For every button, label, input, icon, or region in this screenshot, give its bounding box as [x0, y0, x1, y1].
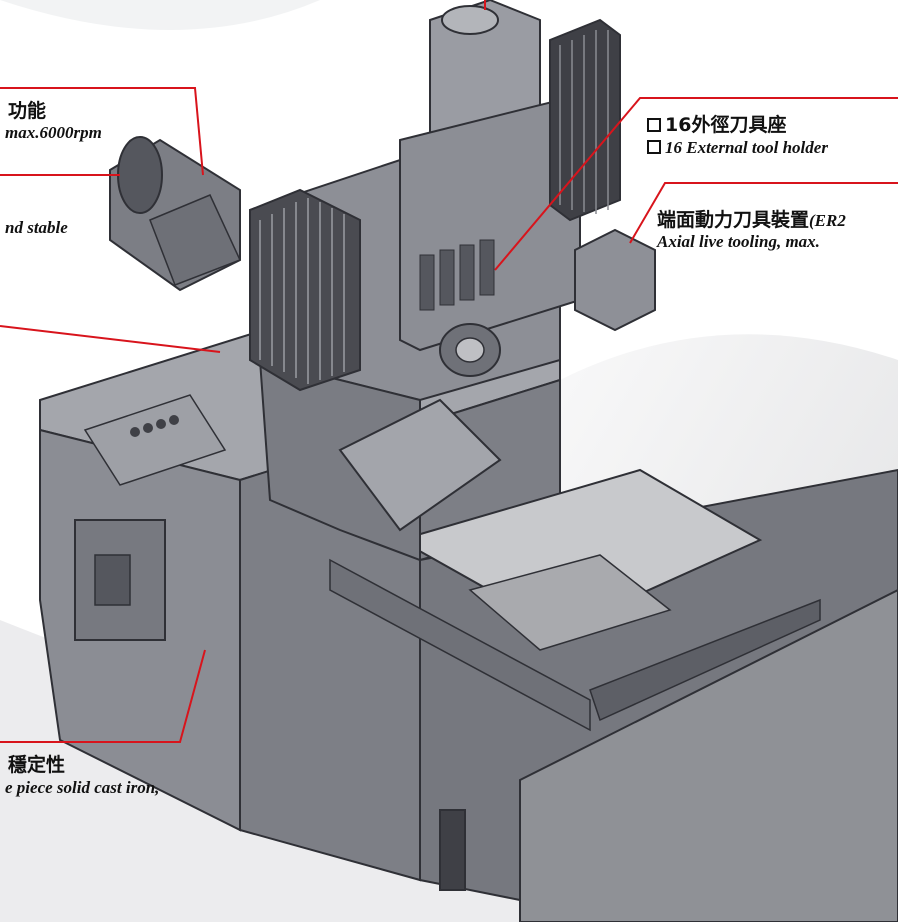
square-outline-icon [647, 118, 661, 132]
callout-base-zh: 穩定性 [8, 754, 66, 776]
callout-spindle-zh: 功能 [8, 100, 47, 122]
callout-tool-holder-en: 16 External tool holder [647, 138, 828, 158]
callout-live-tooling-zh: 端面動力刀具裝置(ER2 [657, 205, 846, 232]
callout-tool-holder-en-text: 16 External tool holder [665, 138, 828, 157]
callout-tool-holder-zh: 16外徑刀具座 [647, 110, 786, 137]
callout-live-tooling-zh-suffix: (ER2 [809, 211, 846, 230]
callout-spindle-en: max.6000rpm [5, 123, 102, 142]
callout-tool-holder-zh-text: 16外徑刀具座 [665, 114, 787, 136]
square-outline-icon [647, 140, 661, 154]
callout-live-tooling-zh-text: 端面動力刀具裝置 [657, 209, 810, 231]
callout-base-en: e piece solid cast iron, [5, 778, 160, 797]
callout-live-tooling-en: Axial live tooling, max. [657, 232, 820, 251]
callout-stable-en: nd stable [5, 218, 68, 237]
